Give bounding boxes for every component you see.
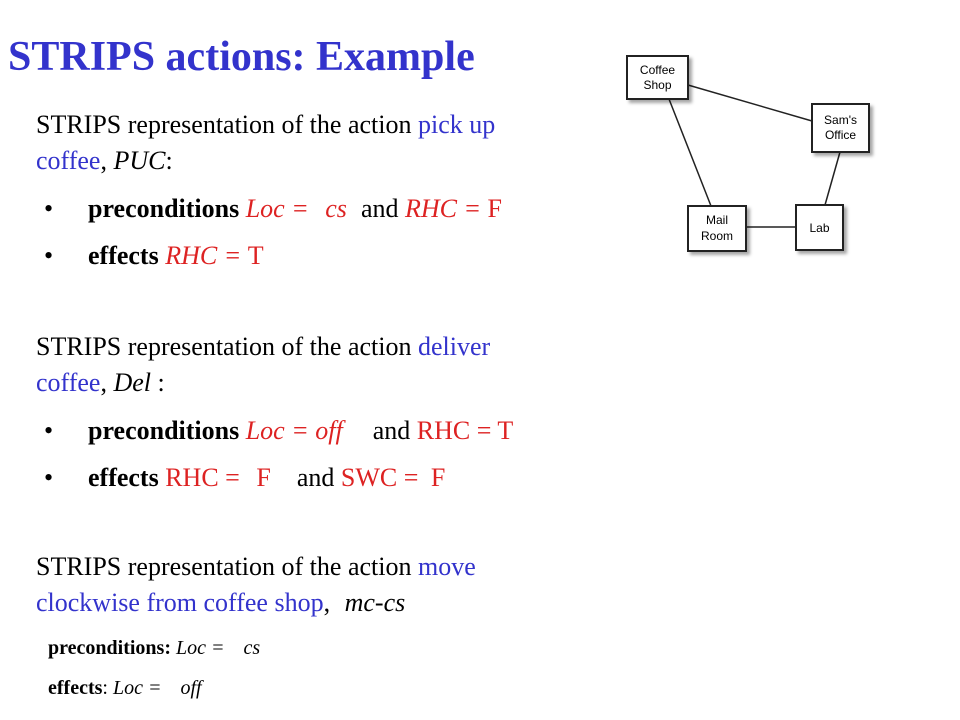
puc-effects-row: • effects RHC = T <box>0 238 640 274</box>
puc-pre-label: preconditions <box>88 194 240 223</box>
edge-coffee-sams <box>687 84 813 122</box>
coffee-shop-label-1: Coffee <box>640 63 675 77</box>
puc-action-name-cont: coffee <box>36 146 101 175</box>
mail-room-label-2: Room <box>701 229 733 243</box>
mc-action-name: move <box>417 552 476 581</box>
del-eff-rhc-val: F <box>256 463 271 492</box>
node-coffee-shop: Coffee Shop <box>626 55 689 100</box>
del-action-name-cont: coffee <box>36 368 101 397</box>
lab-label: Lab <box>809 221 829 235</box>
mc-sep: , <box>323 588 337 617</box>
del-preconditions-row: • preconditions Loc = off and RHC = T <box>0 413 640 449</box>
mc-pre-loc: Loc = <box>175 637 230 659</box>
puc-pre-rhc-val: F <box>487 194 502 223</box>
del-colon: : <box>151 368 165 397</box>
del-pre-rhc: RHC = T <box>416 416 514 445</box>
puc-action-name: pick up <box>417 110 496 139</box>
del-eff-swc-val: F <box>430 463 446 492</box>
node-sams-office: Sam's Office <box>811 103 870 153</box>
bullet-icon: • <box>44 463 54 492</box>
del-code: Del <box>113 368 152 397</box>
del-eff-label: effects <box>88 463 159 492</box>
mc-preconditions-row: preconditions: Loc = cs <box>48 634 260 662</box>
del-sep: , <box>100 368 114 397</box>
node-mail-room: Mail Room <box>687 205 747 252</box>
mc-intro-prefix: STRIPS representation of the action <box>36 552 418 581</box>
mc-eff-label: effects <box>48 677 103 699</box>
puc-pre-rhc: RHC = <box>404 194 488 223</box>
mc-action-name-cont: clockwise from coffee shop <box>36 588 324 617</box>
mc-intro-line: STRIPS representation of the action move <box>36 549 476 585</box>
puc-eff-rhc-val: T <box>247 241 264 270</box>
puc-name-line: coffee, PUC: <box>36 143 173 179</box>
sams-office-label-1: Sam's <box>824 113 857 127</box>
mail-room-label-1: Mail <box>706 213 728 227</box>
puc-eff-label: effects <box>88 241 159 270</box>
del-intro-line: STRIPS representation of the action deli… <box>36 329 490 365</box>
del-pre-label: preconditions <box>88 416 240 445</box>
mc-eff-colon: : <box>102 677 108 699</box>
mc-name-line: clockwise from coffee shop, mc-cs <box>36 585 405 621</box>
puc-intro-line: STRIPS representation of the action pick… <box>36 107 495 143</box>
bullet-icon: • <box>44 241 54 270</box>
edge-sams-lab <box>824 151 841 206</box>
edge-coffee-mail <box>668 98 712 207</box>
puc-effects-text: effects RHC = T <box>88 238 264 274</box>
puc-pre-val: cs <box>325 194 347 223</box>
bullet-icon: • <box>44 194 54 223</box>
del-eff-swc: SWC = <box>340 463 425 492</box>
mc-effects-row: effects: Loc = off <box>48 674 202 702</box>
del-pre-loc: Loc = <box>245 416 316 445</box>
sams-office-label-2: Office <box>825 128 856 142</box>
bullet-icon: • <box>44 416 54 445</box>
del-eff-and: and <box>296 463 335 492</box>
del-preconditions-text: preconditions Loc = off and RHC = T <box>88 413 513 449</box>
puc-sep: , <box>100 146 114 175</box>
mc-pre-label: preconditions: <box>48 637 171 659</box>
mc-eff-loc: Loc = <box>112 677 167 699</box>
del-action-name: deliver <box>417 332 491 361</box>
puc-pre-and: and <box>360 194 399 223</box>
puc-intro-prefix: STRIPS representation of the action <box>36 110 418 139</box>
del-intro-prefix: STRIPS representation of the action <box>36 332 418 361</box>
mc-eff-val: off <box>180 677 202 699</box>
del-eff-rhc: RHC = <box>165 463 247 492</box>
del-pre-and: and <box>372 416 411 445</box>
del-pre-val: off <box>315 416 343 445</box>
coffee-shop-label-2: Shop <box>643 78 671 92</box>
puc-eff-rhc: RHC = <box>165 241 248 270</box>
puc-code: PUC <box>113 146 166 175</box>
page-title: STRIPS actions: Example <box>8 34 475 80</box>
del-name-line: coffee, Del : <box>36 365 165 401</box>
mc-pre-val: cs <box>243 637 261 659</box>
puc-colon: : <box>165 146 173 175</box>
puc-pre-loc: Loc = <box>245 194 316 223</box>
node-lab: Lab <box>795 204 844 251</box>
mc-code: mc-cs <box>344 588 406 617</box>
